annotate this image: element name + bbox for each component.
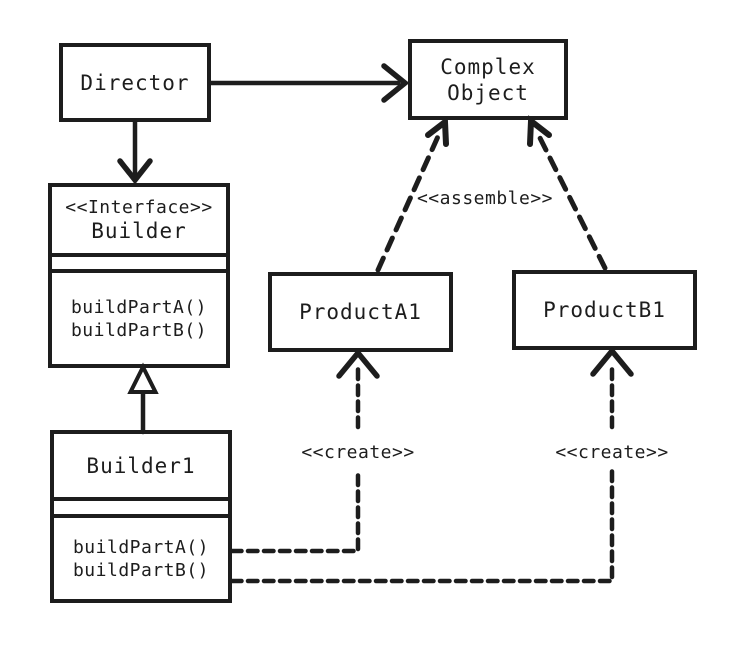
compartment-divider (54, 497, 228, 501)
create-edge-label-a: <<create>> (301, 442, 415, 463)
edge-builder1-to-builder-inheritance (127, 362, 159, 435)
class-box-complex-object: Complex Object (408, 39, 568, 120)
compartment-divider (52, 253, 226, 257)
builder1-methods-compartment: buildPartA() buildPartB() (54, 518, 228, 599)
assemble-edge-label: <<assemble>> (416, 188, 554, 209)
builder-stereotype-label: <<Interface>> (65, 196, 213, 218)
arrowhead-icon (336, 348, 380, 379)
class-name-complex-object-line2: Object (447, 80, 529, 105)
arrowhead-icon (590, 346, 634, 377)
class-name-complex-object-line1: Complex (440, 54, 536, 79)
arrowhead-icon (527, 115, 552, 147)
builder1-title-compartment: Builder1 (54, 434, 228, 497)
method-item: buildPartB() (72, 559, 210, 581)
class-box-builder: <<Interface>> Builder buildPartA() build… (48, 183, 230, 368)
arrowhead-icon (381, 63, 410, 103)
class-name-builder1: Builder1 (86, 453, 196, 478)
compartment-divider (52, 269, 226, 273)
arrowhead-icon (425, 116, 449, 147)
hollow-triangle-arrowhead-icon (127, 362, 159, 394)
method-item: buildPartB() (70, 319, 208, 341)
class-name-director: Director (80, 70, 190, 95)
class-box-builder1: Builder1 buildPartA() buildPartB() (50, 430, 232, 603)
class-name-product-a1: ProductA1 (299, 300, 422, 324)
edge-director-to-complex-object (208, 63, 410, 103)
method-item: buildPartA() (70, 296, 208, 318)
class-name-builder: Builder (91, 218, 187, 243)
class-name-product-b1: ProductB1 (543, 298, 666, 322)
class-box-director: Director (59, 43, 211, 122)
create-edge-label-b: <<create>> (555, 442, 669, 463)
builder-title-compartment: <<Interface>> Builder (52, 187, 226, 253)
builder-attributes-compartment (52, 257, 226, 269)
arrowhead-icon (117, 158, 153, 185)
class-box-product-a1: ProductA1 (268, 272, 453, 352)
builder-methods-compartment: buildPartA() buildPartB() (52, 273, 226, 364)
method-item: buildPartA() (72, 536, 210, 558)
edge-director-to-builder (117, 119, 153, 185)
compartment-divider (54, 514, 228, 518)
builder1-attributes-compartment (54, 501, 228, 514)
edge-create-product-b1 (229, 346, 634, 584)
class-box-product-b1: ProductB1 (512, 270, 697, 350)
